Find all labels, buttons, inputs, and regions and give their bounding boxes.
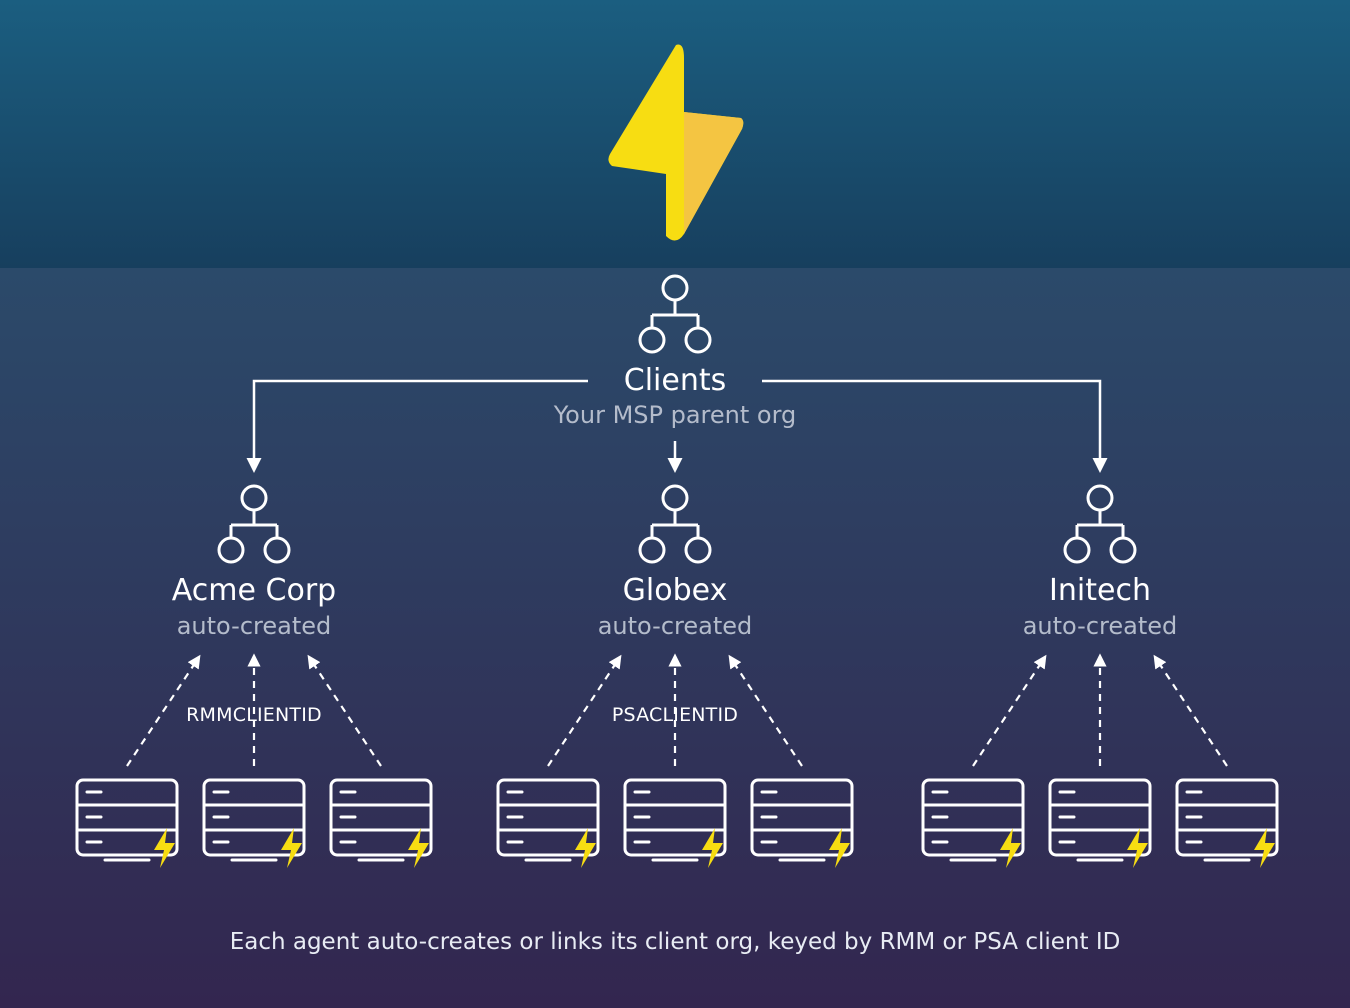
org-subtitle-acme: auto-created: [176, 612, 332, 640]
edge-key-label-acme: RMMCLIENTID: [186, 704, 322, 726]
server-with-bolt-icon-initech-2: [1048, 778, 1152, 868]
caption: Each agent auto-creates or links its cli…: [229, 929, 1121, 955]
org-subtitle-initech: auto-created: [1022, 612, 1178, 640]
connector-root-acme: [246, 379, 588, 473]
server-with-bolt-icon-globex-2: [623, 778, 727, 868]
org-hierarchy-icon-initech: [1063, 484, 1137, 564]
agents: [75, 778, 1279, 868]
org-name-globex: Globex: [622, 573, 728, 608]
org-hierarchy-icon-root: [638, 274, 712, 354]
server-with-bolt-icon-initech-1: [921, 778, 1025, 868]
lightning-bolt-logo: [608, 44, 744, 241]
link-arrow-initech-1: [972, 654, 1047, 767]
server-with-bolt-icon-globex-3: [750, 778, 854, 868]
link-arrow-acme-1: [126, 654, 201, 767]
server-with-bolt-icon-globex-1: [496, 778, 600, 868]
org-hierarchy-icon-acme: [217, 484, 291, 564]
link-arrow-globex-3: [728, 654, 803, 767]
link-arrow-initech-3: [1153, 654, 1228, 767]
org-name-acme: Acme Corp: [171, 573, 337, 608]
server-with-bolt-icon-acme-1: [75, 778, 179, 868]
link-arrow-acme-3: [307, 654, 382, 767]
root-org-name: Clients: [623, 363, 727, 398]
org-name-initech: Initech: [1049, 573, 1151, 608]
edge-key-label-globex: PSACLIENTID: [611, 704, 739, 726]
root-org-subtitle: Your MSP parent org: [553, 401, 797, 429]
server-with-bolt-icon-initech-3: [1175, 778, 1279, 868]
org-icons: [217, 274, 1137, 564]
link-arrow-globex-1: [547, 654, 622, 767]
server-with-bolt-icon-acme-3: [329, 778, 433, 868]
connector-root-initech: [762, 379, 1108, 473]
connectors: [126, 379, 1228, 767]
org-hierarchy-icon-globex: [638, 484, 712, 564]
org-subtitle-globex: auto-created: [597, 612, 753, 640]
server-with-bolt-icon-acme-2: [202, 778, 306, 868]
